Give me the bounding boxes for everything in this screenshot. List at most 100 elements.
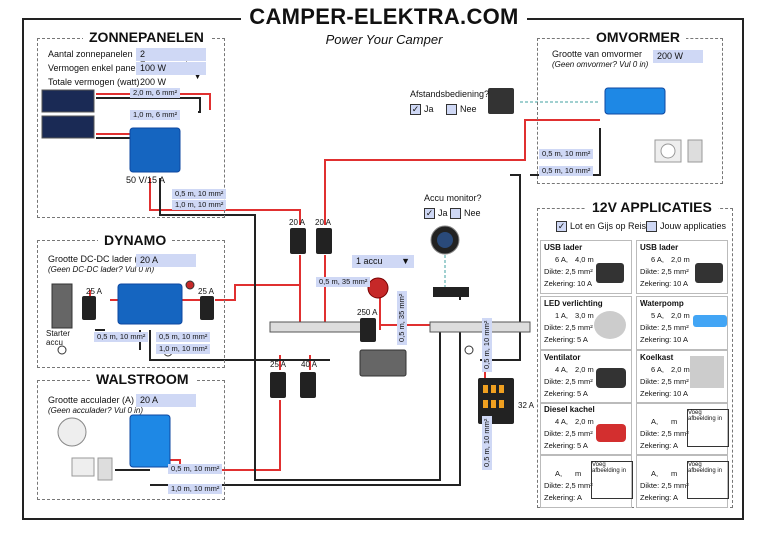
fuse-label: 20 A [315, 218, 332, 227]
fuse-label: 25 A [86, 287, 103, 296]
app-field: USB lader [640, 243, 679, 252]
wire-label: 1,0 m, 10 mm² [168, 484, 223, 494]
app-field: 2,0 m [575, 365, 594, 374]
aantal-label: Aantal zonnepanelen [48, 49, 133, 59]
page-subtitle: Power Your Camper [325, 32, 443, 47]
wire-label: 0,5 m, 35 mm² [316, 277, 371, 287]
app-item: Ventilator 4 A, 2,0 m Dikte: 2,5 mm² Zekerin… [540, 350, 632, 404]
app-field: Zekering: [544, 493, 576, 502]
app-field: Diesel kachel [544, 405, 595, 414]
totaal-value: 200 W [140, 77, 167, 87]
app-field: 4 A, [555, 417, 568, 426]
app-field: Voeg afbeelding in [591, 461, 633, 499]
app-field: 3,0 m [575, 311, 594, 320]
app-field: 10 A [577, 279, 593, 288]
wire-label: 0,5 m, 10 mm² [168, 464, 223, 474]
app-field: 2,0 m [575, 417, 594, 426]
vermogen-input[interactable]: 100 W [136, 62, 206, 75]
fuse-label: 25 A [270, 360, 287, 369]
wire-label: 0,5 m, 35 mm² [397, 290, 407, 345]
app-field: Zekering: [640, 335, 672, 344]
app-field: 2,0 m [671, 255, 690, 264]
app-field: Dikte: 2,5 mm² [640, 377, 689, 386]
app-field: 2,0 m [671, 365, 690, 374]
walstroom-input[interactable]: 20 A [136, 394, 196, 407]
wire-label: 1,0 m, 6 mm² [130, 110, 181, 120]
app-field: m [671, 417, 678, 426]
afstand-label: Afstandsbediening? [410, 89, 490, 99]
check-icon: ✓ [556, 221, 567, 233]
app-field: 6 A, [651, 365, 664, 374]
fuse-label: 40 A [301, 360, 318, 369]
app-field: Zekering: [640, 441, 672, 450]
omvormer-hint: (Geen omvormer? Vul 0 in) [552, 60, 649, 69]
fuse-label: 20 A [289, 218, 306, 227]
app-field: 10 A [673, 279, 689, 288]
app-field: 4,0 m [575, 255, 594, 264]
app-field: Zekering: [544, 389, 576, 398]
app-field: Dikte: 2,5 mm² [544, 429, 593, 438]
wire-label: 0,5 m, 10 mm² [482, 317, 492, 372]
app-field: m [671, 469, 678, 478]
app-field: 10 A [673, 335, 689, 344]
dynamo-grootte-label: Grootte DC-DC lader (A) [48, 254, 147, 264]
fuse-label: 32 A [518, 401, 535, 410]
wire-label: 0,5 m, 10 mm² [539, 166, 594, 176]
accu-select[interactable]: 1 accu▼ [352, 255, 414, 268]
app-field: Dikte: 2,5 mm² [640, 267, 689, 276]
app-field: Dikte: 2,5 mm² [640, 429, 689, 438]
app-field: 5 A [577, 389, 588, 398]
app-field: 10 A [673, 389, 689, 398]
app-field: Koelkast [640, 353, 674, 362]
app-field: Dikte: 2,5 mm² [544, 267, 593, 276]
aantal-select[interactable]: 2 Zonnepanelen▼ [136, 48, 206, 81]
dynamo-input[interactable]: 20 A [136, 254, 196, 267]
app-field: 5 A [577, 335, 588, 344]
fuse-label: 25 A [198, 287, 215, 296]
accu-monitor-label: Accu monitor? [424, 193, 482, 203]
wire-label: 1,0 m, 10 mm² [156, 344, 211, 354]
checkbox-empty-icon [450, 208, 461, 220]
checkbox-empty-icon [446, 104, 457, 116]
controller-label: 50 V/15 A [126, 175, 166, 185]
zonnepanelen-title: ZONNEPANELEN [83, 29, 210, 45]
jouw-checkbox[interactable]: Jouw applicaties [646, 221, 726, 233]
app-field: Zekering: [544, 279, 576, 288]
walstroom-grootte-label: Grootte acculader (A) [48, 395, 135, 405]
app-field: Ventilator [544, 353, 581, 362]
app-field: 5 A [577, 441, 588, 450]
dynamo-title: DYNAMO [98, 232, 173, 248]
chevron-down-icon: ▼ [401, 256, 410, 266]
app-field: Dikte: 2,5 mm² [544, 377, 593, 386]
app-field: Dikte: 2,5 mm² [640, 323, 689, 332]
app-field: LED verlichting [544, 299, 603, 308]
omvormer-title: OMVORMER [590, 29, 686, 45]
applicaties-title: 12V APPLICATIES [586, 199, 718, 215]
starter-label: Starter accu [46, 329, 71, 347]
afstand-nee[interactable]: Nee [446, 104, 477, 116]
app-field: Zekering: [544, 335, 576, 344]
accu-monitor-ja[interactable]: ✓Ja [424, 208, 448, 220]
app-field: 1 A, [555, 311, 568, 320]
app-field: Voeg afbeelding in [687, 409, 729, 447]
omvormer-input[interactable]: 200 W [653, 50, 703, 63]
app-field: A [577, 493, 583, 502]
app-field: 4 A, [555, 365, 568, 374]
check-icon: ✓ [424, 208, 435, 220]
wire-label: 0,5 m, 10 mm² [156, 332, 211, 342]
totaal-label: Totale vermogen (watt) [48, 77, 140, 87]
app-field: Waterpomp [640, 299, 684, 308]
afstand-ja[interactable]: ✓Ja [410, 104, 434, 116]
wire-label: 0,5 m, 10 mm² [539, 149, 594, 159]
wire-label: 0,5 m, 10 mm² [94, 332, 149, 342]
accu-monitor-nee[interactable]: Nee [450, 208, 481, 220]
check-icon: ✓ [410, 104, 421, 116]
lot-checkbox[interactable]: ✓Lot en Gijs op Reis [556, 221, 647, 233]
